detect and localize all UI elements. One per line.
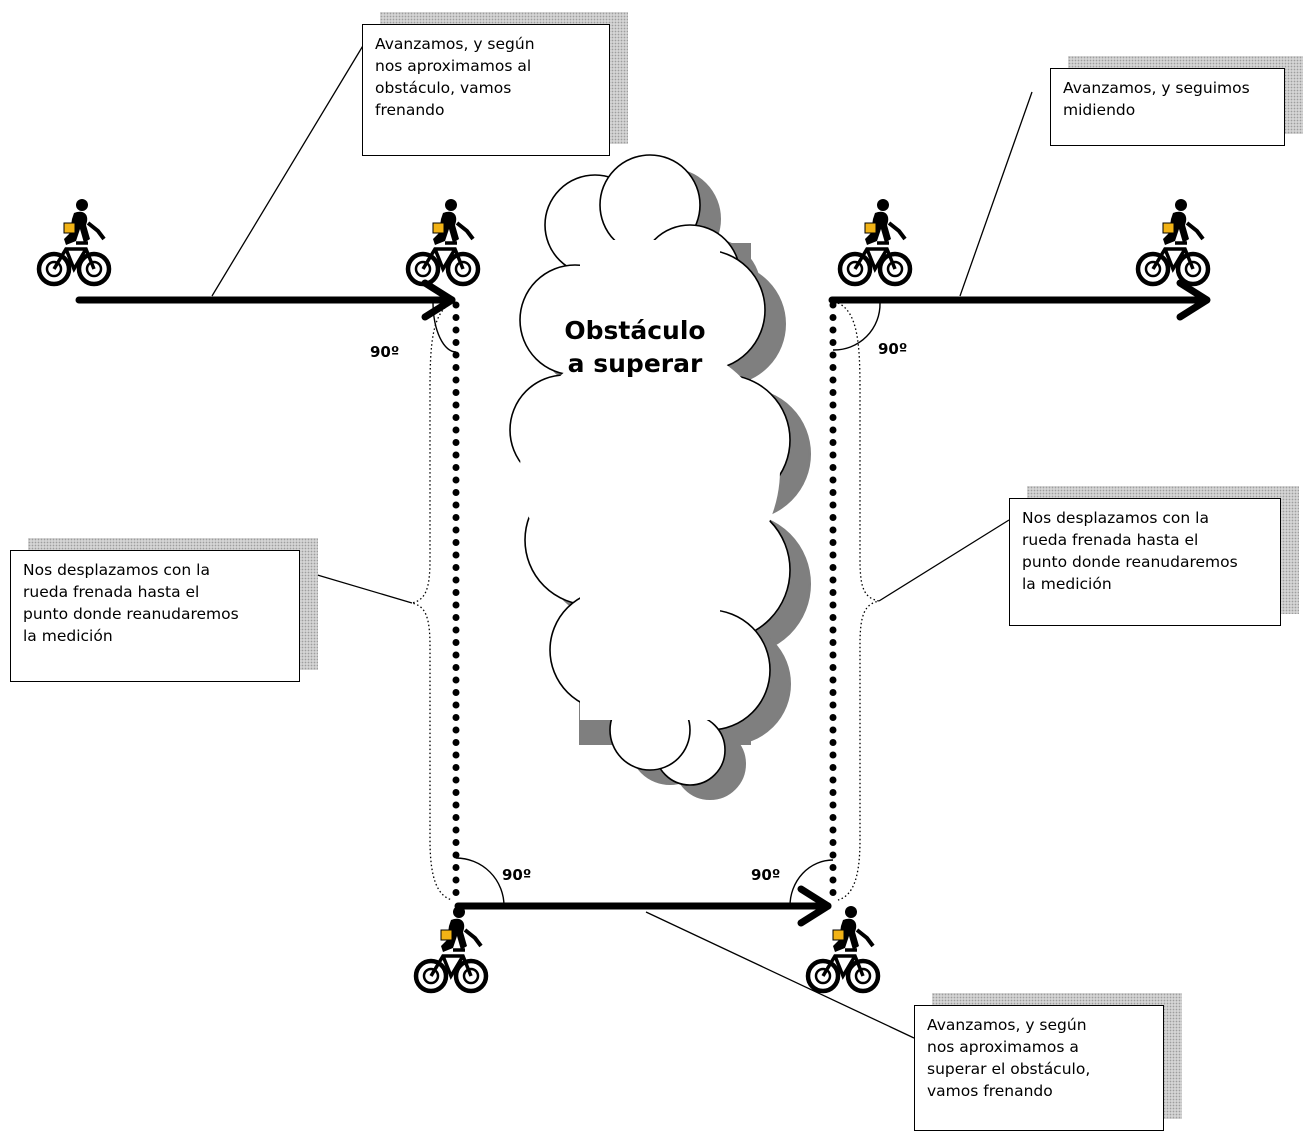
callout-line: superar el obstáculo, bbox=[927, 1060, 1091, 1078]
callout-line: Avanzamos, y seguimos bbox=[1063, 79, 1250, 97]
callout-mid-left: Nos desplazamos con la rueda frenada has… bbox=[10, 538, 318, 682]
callout-line: rueda frenada hasta el bbox=[23, 583, 200, 601]
callout-line: Nos desplazamos con la bbox=[1022, 509, 1209, 527]
arrow-head-top-right bbox=[1176, 279, 1211, 321]
angle-label-top-left: 90º bbox=[370, 343, 400, 361]
callout-box: Avanzamos, y según nos aproximamos al ob… bbox=[362, 24, 610, 156]
arrow-head-bottom bbox=[797, 885, 832, 927]
callout-top-left: Avanzamos, y según nos aproximamos al ob… bbox=[362, 12, 628, 156]
cyclist-icon bbox=[416, 906, 486, 991]
obstacle-label: Obstáculo a superar bbox=[540, 314, 730, 380]
callout-top-right: Avanzamos, y seguimos midiendo bbox=[1050, 56, 1303, 146]
brace-right bbox=[837, 302, 880, 901]
obstacle-label-line: a superar bbox=[567, 349, 703, 378]
callout-line: Avanzamos, y según bbox=[375, 35, 535, 53]
callout-line: nos aproximamos al bbox=[375, 57, 532, 75]
cyclist-icon bbox=[39, 199, 109, 284]
callout-box: Avanzamos, y según nos aproximamos a sup… bbox=[914, 1005, 1164, 1131]
callout-box: Nos desplazamos con la rueda frenada has… bbox=[1009, 498, 1281, 626]
callout-line: Avanzamos, y según bbox=[927, 1016, 1087, 1034]
callout-line: la medición bbox=[23, 627, 113, 645]
angle-label-bottom-right: 90º bbox=[751, 866, 781, 884]
callout-box: Nos desplazamos con la rueda frenada has… bbox=[10, 550, 300, 682]
callout-mid-right: Nos desplazamos con la rueda frenada has… bbox=[1009, 486, 1299, 626]
callout-line: punto donde reanudaremos bbox=[1022, 553, 1238, 571]
cyclist-icon bbox=[1138, 199, 1208, 284]
callout-line: rueda frenada hasta el bbox=[1022, 531, 1199, 549]
callout-line: frenando bbox=[375, 101, 445, 119]
cyclist-icon bbox=[840, 199, 910, 284]
callout-line: la medición bbox=[1022, 575, 1112, 593]
callout-line: Nos desplazamos con la bbox=[23, 561, 210, 579]
callout-line: midiendo bbox=[1063, 101, 1136, 119]
callout-line: punto donde reanudaremos bbox=[23, 605, 239, 623]
angle-label-top-right: 90º bbox=[878, 340, 908, 358]
callout-line: obstáculo, vamos bbox=[375, 79, 512, 97]
callout-box: Avanzamos, y seguimos midiendo bbox=[1050, 68, 1285, 146]
obstacle-label-line: Obstáculo bbox=[564, 316, 706, 345]
leader-lines bbox=[211, 43, 1033, 1039]
callout-bottom: Avanzamos, y según nos aproximamos a sup… bbox=[914, 993, 1182, 1131]
angle-label-bottom-left: 90º bbox=[502, 866, 532, 884]
cloud-fill bbox=[520, 240, 780, 720]
callout-line: vamos frenando bbox=[927, 1082, 1053, 1100]
callout-line: nos aproximamos a bbox=[927, 1038, 1079, 1056]
angle-arcs bbox=[432, 302, 881, 907]
cyclist-icon bbox=[408, 199, 478, 284]
brace-left bbox=[411, 302, 453, 901]
cyclist-icon bbox=[808, 906, 878, 991]
